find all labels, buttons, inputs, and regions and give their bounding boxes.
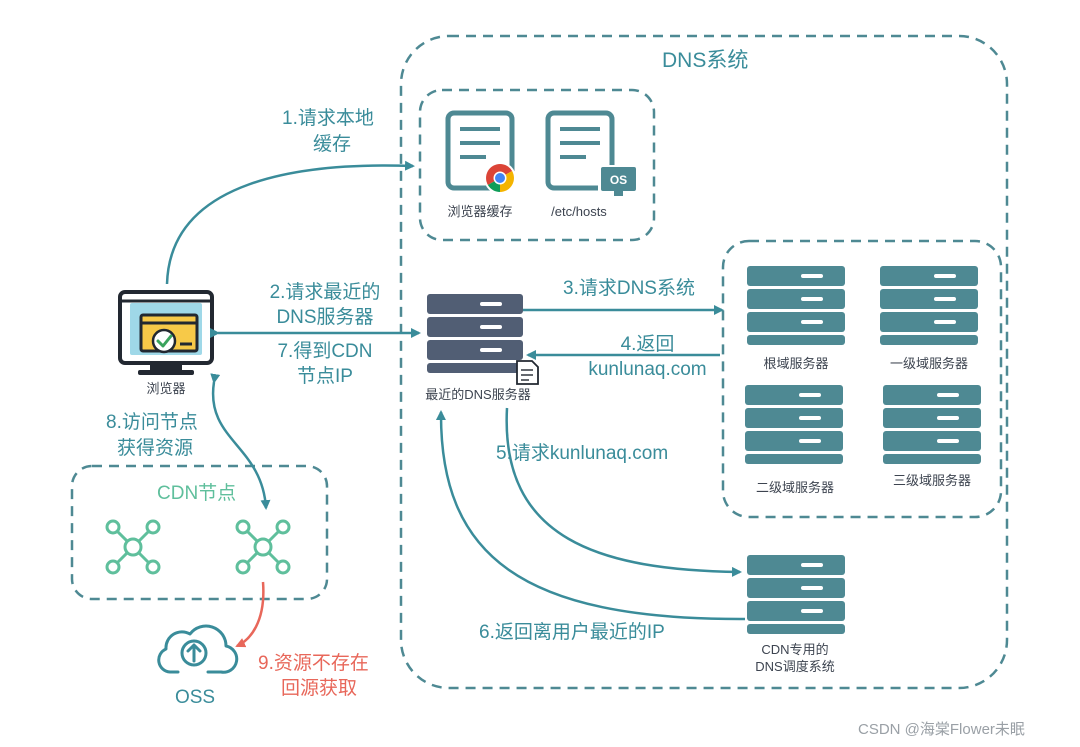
step1-label-line1: 1.请求本地 bbox=[282, 108, 374, 129]
chrome-icon bbox=[484, 162, 516, 194]
cdn-node-icon bbox=[105, 519, 161, 575]
step3-label: 3.请求DNS系统 bbox=[563, 278, 695, 299]
hosts-label: /etc/hosts bbox=[551, 204, 607, 219]
step2-label-line1: 2.请求最近的 bbox=[269, 282, 381, 303]
oss-cloud-icon bbox=[157, 624, 239, 674]
level2-server-icon bbox=[745, 385, 843, 464]
step8-label-line2: 获得资源 bbox=[117, 438, 194, 459]
arrow-step9 bbox=[235, 581, 265, 648]
browser-cache-label: 浏览器缓存 bbox=[447, 204, 513, 219]
step7-label-line1: 7.得到CDN bbox=[277, 341, 373, 362]
oss-label: OSS bbox=[174, 687, 216, 708]
cdn-dns-label-line2: DNS调度系统 bbox=[755, 659, 835, 674]
step6-label: 6.返回离用户最近的IP bbox=[479, 622, 665, 643]
dns-system-boundary bbox=[399, 34, 1009, 690]
step1-label-line2: 缓存 bbox=[313, 134, 352, 155]
os-badge-text: OS bbox=[610, 173, 627, 187]
nearest-dns-label: 最近的DNS服务器 bbox=[425, 387, 531, 402]
local-cache-boundary bbox=[418, 88, 656, 242]
browser-label: 浏览器 bbox=[146, 381, 186, 396]
cdn-nodes-boundary bbox=[70, 464, 329, 601]
arrow-step8 bbox=[210, 373, 271, 510]
cdn-dns-label-line1: CDN专用的 bbox=[761, 642, 829, 657]
small-document-icon bbox=[516, 360, 539, 385]
step9-label-line1: 9.资源不存在 bbox=[258, 653, 369, 674]
arrow-step1 bbox=[165, 160, 415, 285]
os-badge-icon: OS bbox=[598, 165, 638, 196]
watermark: CSDN @海棠Flower未眠 bbox=[858, 721, 1025, 738]
hosts-file-icon bbox=[545, 110, 615, 191]
level3-server-icon bbox=[883, 385, 981, 464]
dns-system-title: DNS系统 bbox=[662, 49, 749, 72]
cdn-dns-server-icon bbox=[747, 555, 845, 634]
cdn-nodes-title: CDN节点 bbox=[157, 483, 237, 504]
level1-server-label: 一级域服务器 bbox=[889, 356, 968, 371]
arrow-step5 bbox=[505, 407, 742, 577]
step4-label-line1: 4.返回 bbox=[620, 334, 675, 355]
dns-hierarchy-boundary bbox=[721, 239, 1003, 519]
step9-label-line2: 回源获取 bbox=[281, 678, 358, 699]
step5-label: 5.请求kunlunaq.com bbox=[496, 443, 669, 464]
arrow-step6 bbox=[435, 410, 746, 621]
step4-label-line2: kunlunaq.com bbox=[588, 359, 707, 380]
root-server-icon bbox=[747, 266, 845, 345]
step8-label-line1: 8.访问节点 bbox=[106, 412, 198, 433]
level3-server-label: 三级域服务器 bbox=[892, 473, 971, 488]
browser-monitor-icon bbox=[118, 290, 214, 375]
step2-label-line2: DNS服务器 bbox=[276, 307, 374, 328]
nearest-dns-server-icon bbox=[427, 294, 523, 373]
root-server-label: 根域服务器 bbox=[763, 356, 829, 371]
level1-server-icon bbox=[880, 266, 978, 345]
step7-label-line2: 节点IP bbox=[297, 366, 353, 387]
level2-server-label: 二级域服务器 bbox=[755, 480, 834, 495]
cdn-node-icon bbox=[235, 519, 291, 575]
